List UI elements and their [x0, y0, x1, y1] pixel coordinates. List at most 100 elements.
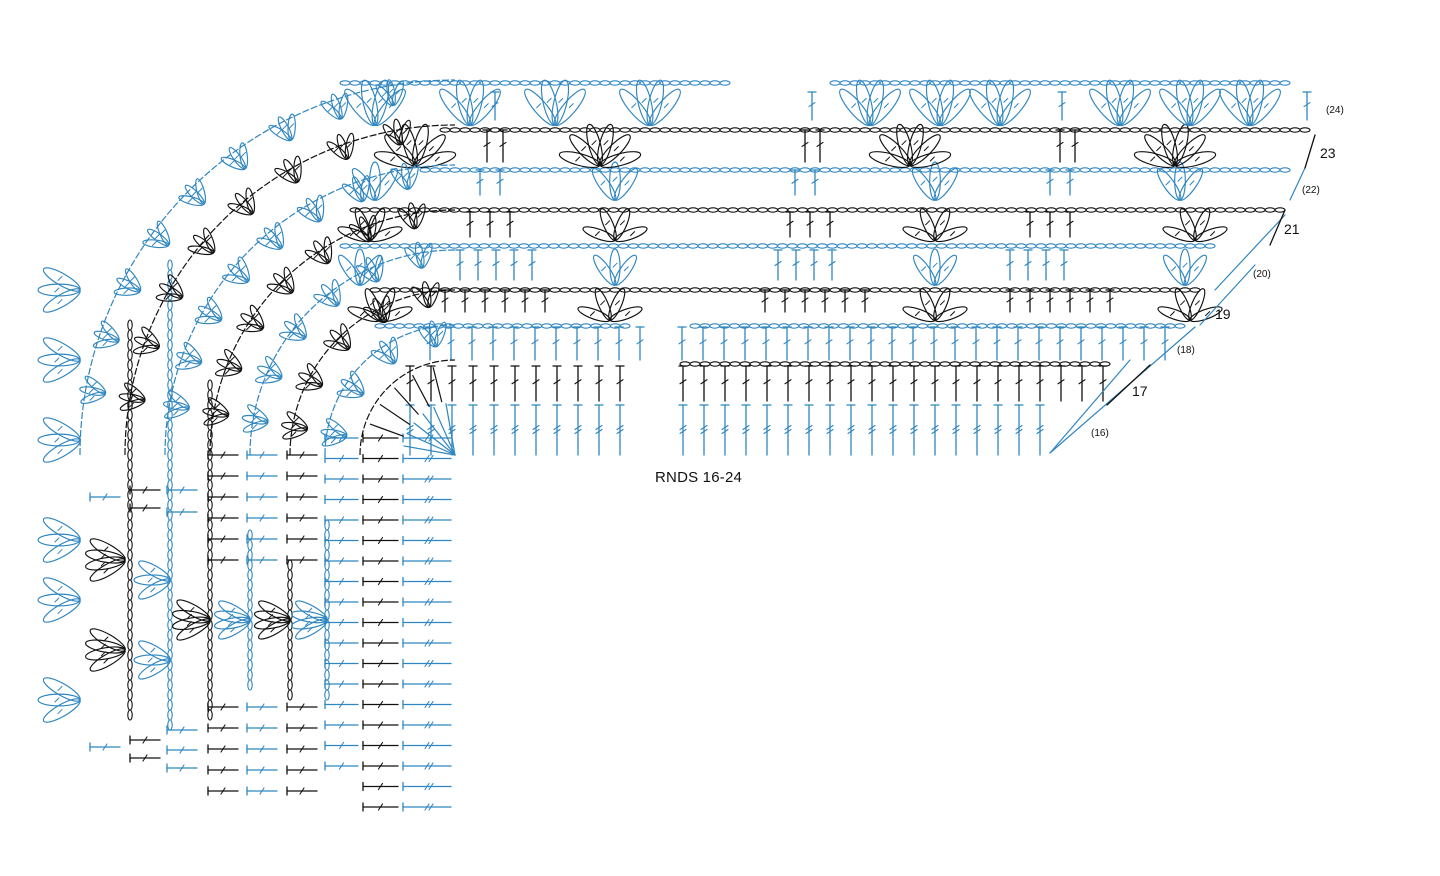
stitch-left-r23	[142, 486, 148, 494]
stitch-r21	[1046, 220, 1054, 226]
chain-r22	[1259, 167, 1271, 173]
chain-r20	[936, 243, 948, 249]
chain-left-r22	[167, 629, 173, 641]
shell-r24	[540, 79, 559, 126]
shell-corner-r20	[333, 288, 339, 294]
chain-r24	[1269, 80, 1281, 86]
chain-r22	[989, 167, 1001, 173]
stitch-left-r19	[299, 493, 305, 501]
chain-r18	[482, 323, 494, 329]
chain-r21	[1005, 207, 1017, 213]
shell-corner-r24	[341, 102, 347, 108]
chain-r17	[859, 361, 871, 367]
shell-r24	[1013, 103, 1019, 109]
chain-left-r20	[247, 659, 253, 671]
shell-r20	[1193, 266, 1199, 272]
chain-left-r22	[167, 379, 173, 391]
chain-r22	[739, 167, 751, 173]
stitch-r18	[846, 339, 854, 345]
stitch-r18	[552, 339, 560, 345]
chain-r18	[1164, 323, 1176, 329]
shell-corner-r21	[253, 313, 259, 319]
chain-r23	[949, 127, 961, 133]
shell-corner-r24	[381, 91, 387, 97]
corner-r17	[359, 359, 456, 456]
shell-r24	[855, 79, 874, 126]
shell-corner-r21	[229, 356, 235, 362]
stitch-r16	[973, 428, 981, 435]
chain-r17	[819, 361, 831, 367]
shell-left-r22b	[133, 654, 171, 666]
chain-r20	[1204, 243, 1216, 249]
shell-corner-r19	[431, 291, 437, 297]
shell-corner-r23	[200, 240, 206, 246]
chain-left-r18	[324, 649, 330, 661]
shell-corner-r19	[417, 293, 423, 299]
shell-left-r24	[42, 577, 81, 602]
chain-r18	[1045, 323, 1057, 329]
shell-corner-r21	[224, 348, 243, 371]
shell-r23	[901, 140, 907, 146]
corner-r18	[324, 324, 456, 456]
shell-r24	[1105, 79, 1124, 126]
chart-body	[37, 79, 1316, 812]
shell-corner-r20	[322, 297, 328, 303]
stitch-left-r16	[424, 557, 430, 565]
shell-corner-r22	[206, 310, 212, 316]
shell-left-r24	[54, 357, 60, 363]
shell-left-r24	[57, 525, 63, 531]
chain-r21	[1224, 207, 1236, 213]
shell-corner-r20	[270, 363, 276, 369]
chain-r18	[709, 323, 721, 329]
shell-left-r24	[37, 433, 81, 447]
shell-left-r22b	[138, 560, 171, 582]
chain-left-r22	[167, 359, 173, 371]
chain-left-r23	[127, 589, 133, 601]
shell-left-r24	[37, 533, 81, 547]
chain-r18	[1065, 323, 1077, 329]
shell-corner-r21	[279, 279, 285, 285]
shell-corner-r24	[395, 89, 401, 95]
chain-left-r23	[127, 609, 133, 621]
chain-left-r20	[247, 639, 253, 651]
shell-r22	[613, 168, 639, 201]
stitch-r18	[489, 339, 497, 345]
shell-r24	[631, 103, 637, 109]
stitch-left-r16	[424, 516, 430, 524]
chain-r23	[1239, 127, 1251, 133]
chain-left-r23	[127, 549, 133, 561]
stitch-left-r17	[377, 536, 384, 545]
stitch-r16	[910, 424, 918, 431]
shell-corner-r24	[154, 234, 160, 240]
chain-r23	[659, 127, 671, 133]
shell-corner-r19	[286, 411, 309, 430]
shell-corner-r19	[427, 282, 440, 308]
chain-r22	[1089, 167, 1101, 173]
chain-r21	[767, 207, 779, 213]
shell-r19	[939, 300, 945, 306]
stitch-r19	[1026, 297, 1034, 303]
shell-r19	[934, 306, 968, 323]
chain-left-r22	[167, 549, 173, 561]
stitch-left-r19	[299, 472, 305, 480]
stitch-r16	[1036, 428, 1044, 435]
shell-r23	[909, 151, 952, 169]
stitch-r20	[774, 260, 782, 267]
chain-r20	[886, 243, 898, 249]
chain-r24	[719, 80, 731, 86]
shell-left-r24	[42, 677, 81, 702]
chart-title: RNDS 16-24	[655, 469, 743, 486]
chain-r22	[529, 167, 541, 173]
chain-r22	[859, 167, 871, 173]
shell-corner-r20	[251, 424, 257, 430]
shell-corner-r22	[240, 265, 246, 271]
chain-r22	[429, 167, 441, 173]
shell-corner-r22	[172, 403, 178, 409]
chain-r24	[499, 80, 511, 86]
shell-corner-r20	[374, 254, 384, 283]
stitch-left-r20	[259, 556, 265, 564]
chain-r22	[449, 167, 461, 173]
chain-left-r23	[127, 579, 133, 591]
shell-corner-r20	[369, 265, 375, 271]
chain-r22	[969, 167, 981, 173]
